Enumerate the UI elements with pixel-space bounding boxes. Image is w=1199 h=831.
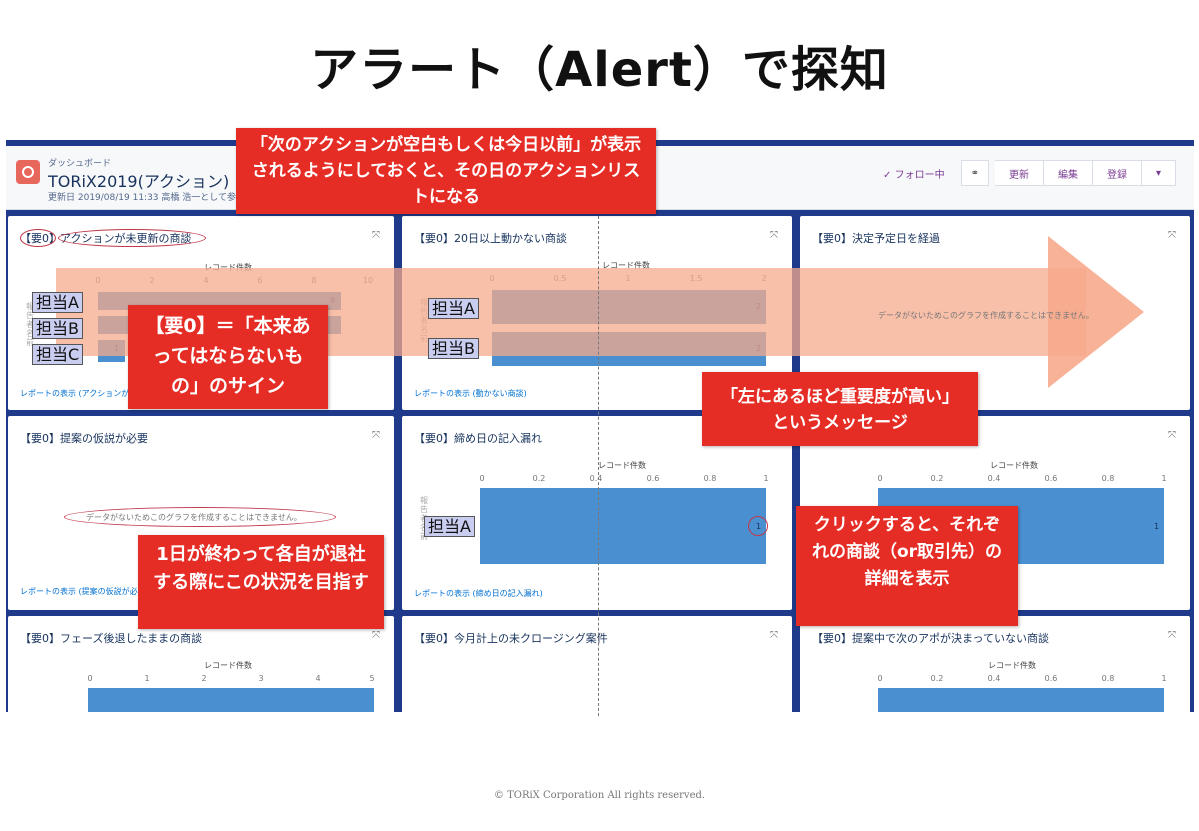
report-link[interactable]: レポートの表示 (締め日の記入漏れ) [414,589,543,598]
tick: 0 [87,674,93,683]
callout-priority-sign: 【要0】＝「本来あってはならないもの」のサイン [128,305,328,409]
panel-title: 【要0】決定予定日を経過 [812,232,940,245]
tick: 0.8 [703,474,717,483]
bar[interactable] [878,688,1164,712]
panel-title: 【要0】20日以上動かない商談 [414,232,567,245]
callout-action-list: 「次のアクションが空白もしくは今日以前」が表示されるようにしておくと、その日のア… [236,128,656,214]
callout-click-detail: クリックすると、それぞれの商談（or取引先）の詳細を表示 [796,506,1018,626]
highlight-ellipse [58,229,206,247]
tick: 0.8 [1101,474,1115,483]
dashboard-title: TORiX2019(アクション) [48,172,230,191]
share-icon[interactable]: ⚭ [960,160,989,186]
panel-unclosed-this-month: 【要0】今月計上の未クロージング案件 ⤧ [402,616,792,712]
highlight-circle [748,516,768,536]
expand-icon[interactable]: ⤧ [1168,430,1176,441]
tick: 0.2 [532,474,546,483]
no-data-message: データがないためこのグラフを作成することはできません。 [878,311,1094,320]
y-axis-label: 報告者名前 [26,302,34,347]
expand-icon[interactable]: ⤧ [1168,230,1176,241]
panel-title: 【要0】締め日の記入漏れ [414,432,542,445]
tick: 1 [1161,674,1167,683]
tick: 1 [1161,474,1167,483]
header-actions: ✓ フォロー中 ⚭ 更新 編集 登録 ▾ [883,160,1176,186]
tick: 0 [877,474,883,483]
tick: 5 [369,674,375,683]
highlight-ellipse [64,507,336,527]
tick: 0.6 [646,474,660,483]
tick: 0.2 [930,674,944,683]
subscribe-button[interactable]: 登録 [1092,160,1142,186]
tick: 3 [258,674,264,683]
expand-icon[interactable]: ⤧ [1168,630,1176,641]
expand-icon[interactable]: ⤧ [372,430,380,441]
callout-end-of-day: 1日が終わって各自が退社する際にこの状況を目指す [138,535,384,629]
expand-icon[interactable]: ⤧ [770,630,778,641]
axis-title: レコード件数 [988,661,1036,670]
tick: 0.4 [987,474,1001,483]
tick: 0.6 [1044,474,1058,483]
panel-no-next-appointment: 【要0】提案中で次のアポが決まっていない商談 ⤧ レコード件数 0 0.2 0.… [800,616,1190,712]
axis-title: レコード件数 [204,661,252,670]
highlight-ellipse [20,229,56,247]
owner-label: 担当B [428,338,479,359]
tick: 0.2 [930,474,944,483]
panel-title: 【要0】提案の仮説が必要 [20,432,148,445]
tick: 0.8 [1101,674,1115,683]
bar-value: 1 [1154,522,1160,531]
refresh-button[interactable]: 更新 [994,160,1044,186]
panel-phase-regressed: 【要0】フェーズ後退したままの商談 ⤧ レコード件数 0 1 2 3 4 5 [8,616,394,712]
copyright-footer: © TORiX Corporation All rights reserved. [493,790,706,801]
header-meta: 更新日 2019/08/19 11:33 高橋 浩一として参照 [48,193,245,203]
tick: 0 [479,474,485,483]
owner-label: 担当C [32,344,84,365]
owner-label: 担当A [428,298,479,319]
tick: 0.6 [1044,674,1058,683]
chevron-down-icon[interactable]: ▾ [1141,160,1176,186]
callout-left-importance: 「左にあるほど重要度が高い」というメッセージ [702,372,978,446]
tick: 2 [201,674,207,683]
header-subtitle: ダッシュボード [48,159,112,169]
panel-title: 【要0】今月計上の未クロージング案件 [414,632,608,645]
report-link[interactable]: レポートの表示 (動かない商談) [414,389,527,398]
tick: 0.4 [987,674,1001,683]
dashboard-icon [16,160,40,184]
owner-label: 担当B [32,318,83,339]
bar[interactable] [480,488,766,564]
panel-missing-close-date: 【要0】締め日の記入漏れ ⤧ レコード件数 0 0.2 0.4 0.6 0.8 … [402,416,792,610]
expand-icon[interactable]: ⤧ [372,230,380,241]
panel-title: 【要0】提案中で次のアポが決まっていない商談 [812,632,1050,645]
expand-icon[interactable]: ⤧ [372,630,380,641]
report-link[interactable]: レポートの表示 (アクションが未更新の商談) [20,389,181,398]
report-link[interactable]: レポートの表示 (提案の仮説が必要) [20,587,149,596]
tick: 0.4 [589,474,603,483]
tick: 0 [877,674,883,683]
owner-label: 担当A [424,516,475,537]
axis-title: レコード件数 [602,261,650,270]
owner-label: 担当A [32,292,83,313]
tick: 1 [763,474,769,483]
priority-arrow-head [1048,236,1144,388]
tick: 1 [144,674,150,683]
edit-button[interactable]: 編集 [1043,160,1093,186]
panel-title: 【要0】フェーズ後退したままの商談 [20,632,203,645]
tick: 4 [315,674,321,683]
follow-button[interactable]: ✓ フォロー中 [883,169,945,181]
axis-title: レコード件数 [598,461,646,470]
slide-title: アラート（Alert）で探知 [310,42,889,98]
axis-title: レコード件数 [990,461,1038,470]
axis-title: レコード件数 [204,262,252,273]
expand-icon[interactable]: ⤧ [770,230,778,241]
dashed-guide-line [598,216,599,716]
bar[interactable] [88,688,374,712]
